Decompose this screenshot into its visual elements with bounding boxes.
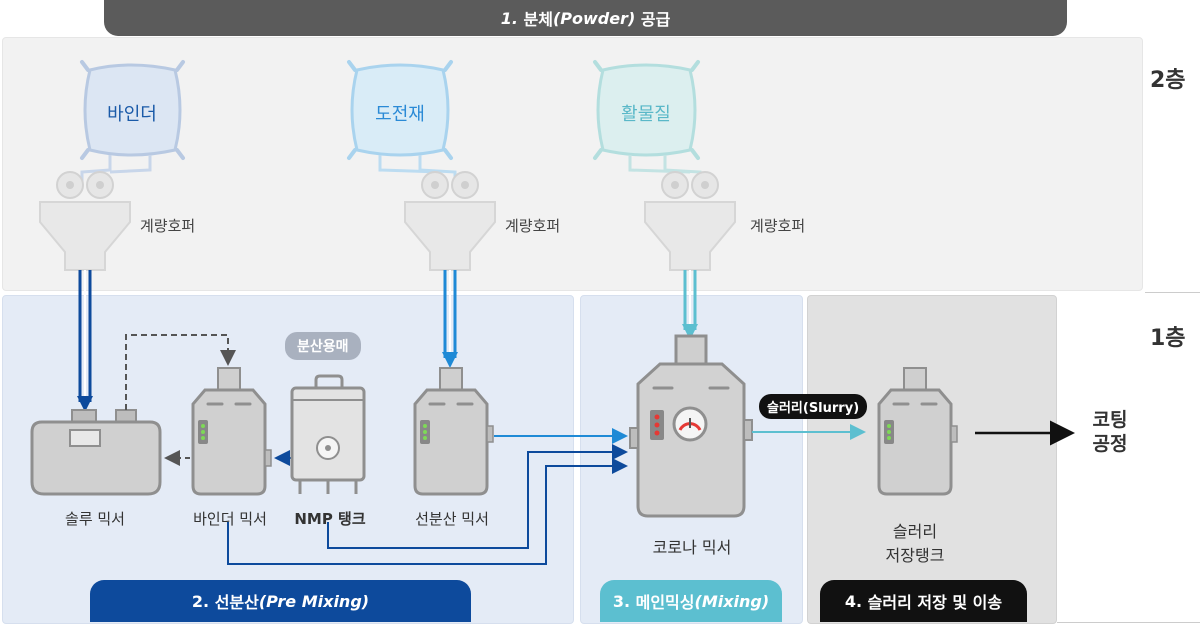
binder-mixer-label: 바인더 믹서 — [193, 510, 267, 528]
pre-mixing-title: 선분산 — [214, 593, 259, 612]
hopper-icon — [404, 171, 496, 271]
binder-label: 바인더 — [107, 104, 157, 125]
solu-mixer-label: 솔루 믹서 — [65, 510, 125, 528]
main-mixing-italic: (Mixing) — [694, 591, 770, 611]
storage-banner: 4. 슬러리 저장 및 이송 — [820, 580, 1027, 622]
conductive-feed-line — [442, 270, 458, 368]
banner-number: 1. — [500, 8, 518, 28]
hopper-icon — [644, 171, 736, 271]
binder-feed-line — [77, 270, 93, 412]
main-mixing-title: 메인믹싱 — [635, 593, 695, 612]
floor-divider — [1145, 292, 1200, 293]
storage-num: 4. — [844, 591, 863, 611]
storage-title: 슬러리 저장 및 이송 — [867, 593, 1003, 612]
pre-mixing-banner: 2. 선분산(Pre Mixing) — [90, 580, 471, 622]
active-feed-line — [682, 270, 698, 340]
floor-label-1: 1층 — [1150, 326, 1186, 351]
banner-title: 분체 — [523, 10, 553, 29]
main-mixing-banner: 3. 메인믹싱(Mixing) — [600, 580, 782, 622]
floor-label-2: 2층 — [1150, 68, 1186, 93]
corona-mixer-label: 코로나 믹서 — [652, 538, 732, 557]
coating-label-line1: 코팅 — [1092, 409, 1128, 431]
coating-label-line2: 공정 — [1092, 433, 1128, 455]
powder-supply-banner: 1. 분체(Powder) 공급 — [104, 0, 1067, 36]
active-material-bag-icon — [593, 60, 702, 180]
nmp-to-corona-line — [327, 444, 628, 549]
main-mixing-num: 3. — [612, 591, 631, 611]
hopper-label: 계량호퍼 — [750, 217, 806, 235]
hopper-label: 계량호퍼 — [505, 217, 561, 235]
hopper-icon — [39, 171, 131, 271]
conductive-bag-icon — [347, 60, 457, 180]
banner-title-tail: 공급 — [640, 10, 671, 29]
conductive-label: 도전재 — [375, 104, 425, 125]
solvent-badge: 분산용매 — [285, 332, 361, 360]
slurry-badge: 슬러리(Slurry) — [759, 394, 868, 419]
pre-mixer-label: 선분산 믹서 — [415, 510, 489, 528]
binder-mixer-icon — [191, 367, 272, 496]
slurry-tank-label-line1: 슬러리 — [892, 522, 938, 541]
floor-divider — [1057, 622, 1200, 623]
pre-mixer-icon — [413, 367, 494, 496]
nmp-tank-label: NMP 탱크 — [294, 510, 366, 528]
slurry-tank-label: 슬러리 저장탱크 — [886, 518, 945, 566]
nmp-tank-icon — [290, 374, 366, 494]
corona-mixer-icon — [629, 334, 753, 518]
recirculation-line — [125, 334, 236, 410]
slurry-tank-label-line2: 저장탱크 — [885, 546, 945, 565]
binder-bag-icon — [80, 60, 185, 182]
pre-mixing-num: 2. — [191, 591, 210, 611]
hopper-label: 계량호퍼 — [140, 217, 196, 235]
binder-to-corona-line — [227, 458, 628, 565]
slurry-tank-icon — [877, 367, 958, 496]
pre-mixing-italic: (Pre Mixing) — [258, 591, 370, 611]
floor2-panel — [2, 37, 1143, 291]
coating-process-label: 코팅 공정 — [1093, 408, 1128, 456]
solu-mixer-icon — [30, 409, 162, 496]
banner-title-paren: (Powder) — [552, 8, 636, 28]
active-material-label: 활물질 — [621, 104, 671, 125]
